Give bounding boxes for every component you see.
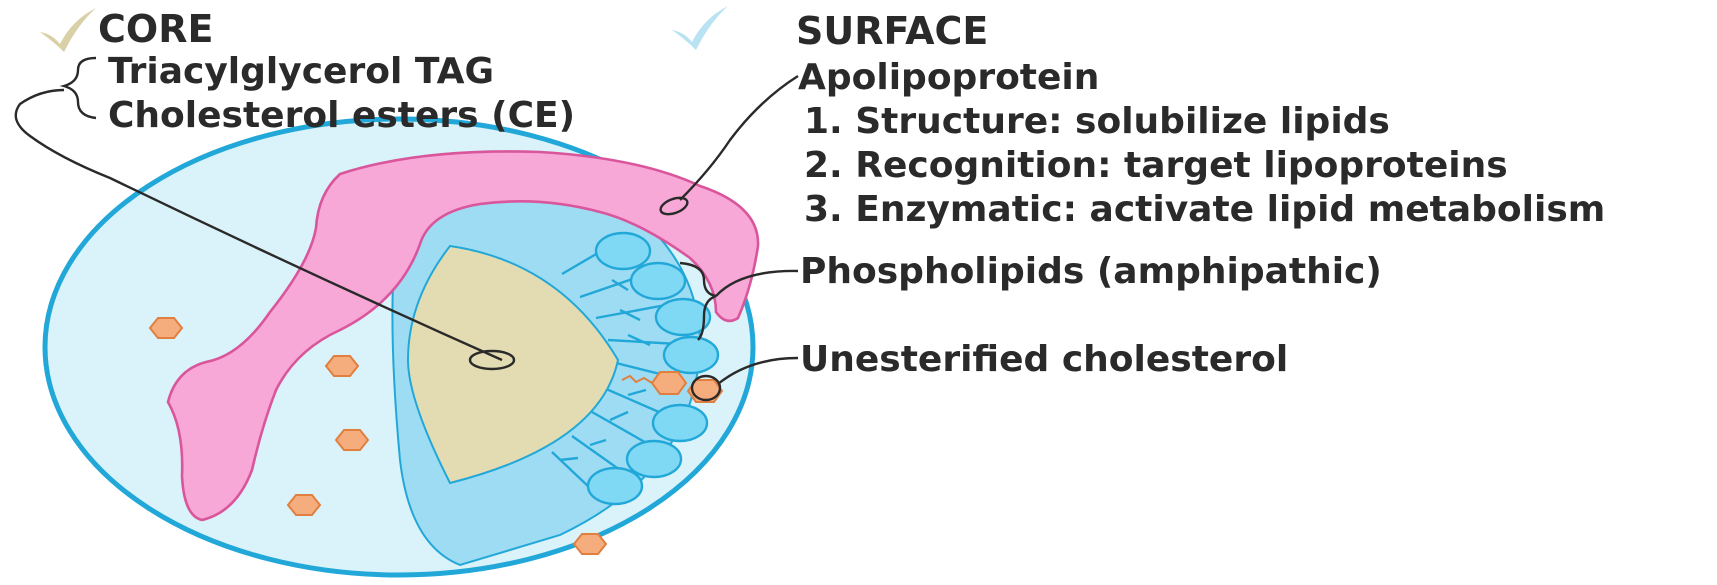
cholesterol-hexagon xyxy=(326,356,358,376)
cholesterol-hexagon xyxy=(574,534,606,554)
phospholipid-head xyxy=(664,337,718,373)
cholesterol-hexagon xyxy=(336,430,368,450)
cholesterol-hexagon xyxy=(288,495,320,515)
cholesterol-label: Unesterified cholesterol xyxy=(800,342,1288,378)
phospholipid-head xyxy=(631,263,685,299)
apolipoprotein-function-3: 3. Enzymatic: activate lipid metabolism xyxy=(804,192,1605,228)
phospholipids-label: Phospholipids (amphipathic) xyxy=(800,254,1382,290)
core-item-ce: Cholesterol esters (CE) xyxy=(108,98,575,134)
apolipoprotein-function-1: 1. Structure: solubilize lipids xyxy=(804,104,1390,140)
cholesterol-hexagon xyxy=(652,372,686,394)
phospholipid-head xyxy=(596,233,650,269)
phospholipid-head xyxy=(627,441,681,477)
apolipoprotein-label: Apolipoprotein xyxy=(798,60,1099,96)
core-bracket xyxy=(64,58,96,118)
surface-heading: SURFACE xyxy=(796,12,988,50)
core-item-tag: Triacylglycerol TAG xyxy=(108,54,494,90)
cholesterol-hexagon xyxy=(150,318,182,338)
surface-checkmark-icon xyxy=(672,6,728,50)
core-checkmark-icon xyxy=(40,8,96,52)
apolipoprotein-leader xyxy=(680,76,798,200)
phospholipid-head xyxy=(588,468,642,504)
phospholipid-head xyxy=(653,405,707,441)
apolipoprotein-function-2: 2. Recognition: target lipoproteins xyxy=(804,148,1508,184)
core-heading: CORE xyxy=(98,10,213,48)
